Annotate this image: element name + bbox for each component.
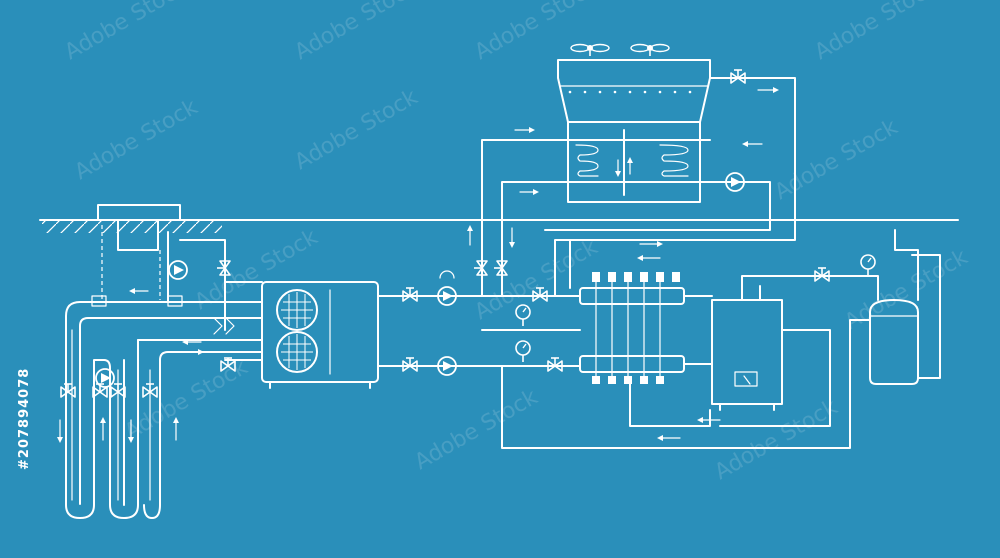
ground-loop-borehole (57, 295, 211, 519)
watermark: Adobe Stock Adobe Stock Adobe Stock Adob… (61, 0, 973, 485)
watermark-text: Adobe Stock (811, 0, 943, 65)
watermark-text: Adobe Stock (411, 385, 543, 476)
cooling-tower (514, 43, 796, 297)
storage-tank (869, 229, 941, 385)
ground-line (39, 219, 959, 233)
heat-pump (261, 281, 379, 389)
watermark-text: Adobe Stock (771, 115, 903, 206)
distribution-manifold (569, 239, 721, 427)
watermark-text: Adobe Stock (291, 85, 423, 176)
watermark-text: Adobe Stock (71, 95, 203, 186)
boiler (711, 254, 879, 427)
ground-circuit-piping (129, 231, 263, 372)
watermark-text: Adobe Stock (61, 0, 193, 65)
watermark-text: Adobe Stock (471, 0, 603, 65)
watermark-text: Adobe Stock (291, 0, 423, 65)
ground-vault (97, 204, 181, 300)
watermark-text: Adobe Stock (471, 235, 603, 326)
supply-return-piping (377, 139, 871, 449)
watermark-text: Adobe Stock (711, 395, 843, 486)
watermark-text: Adobe Stock (841, 245, 973, 336)
stock-id: #207894078 (17, 368, 32, 470)
